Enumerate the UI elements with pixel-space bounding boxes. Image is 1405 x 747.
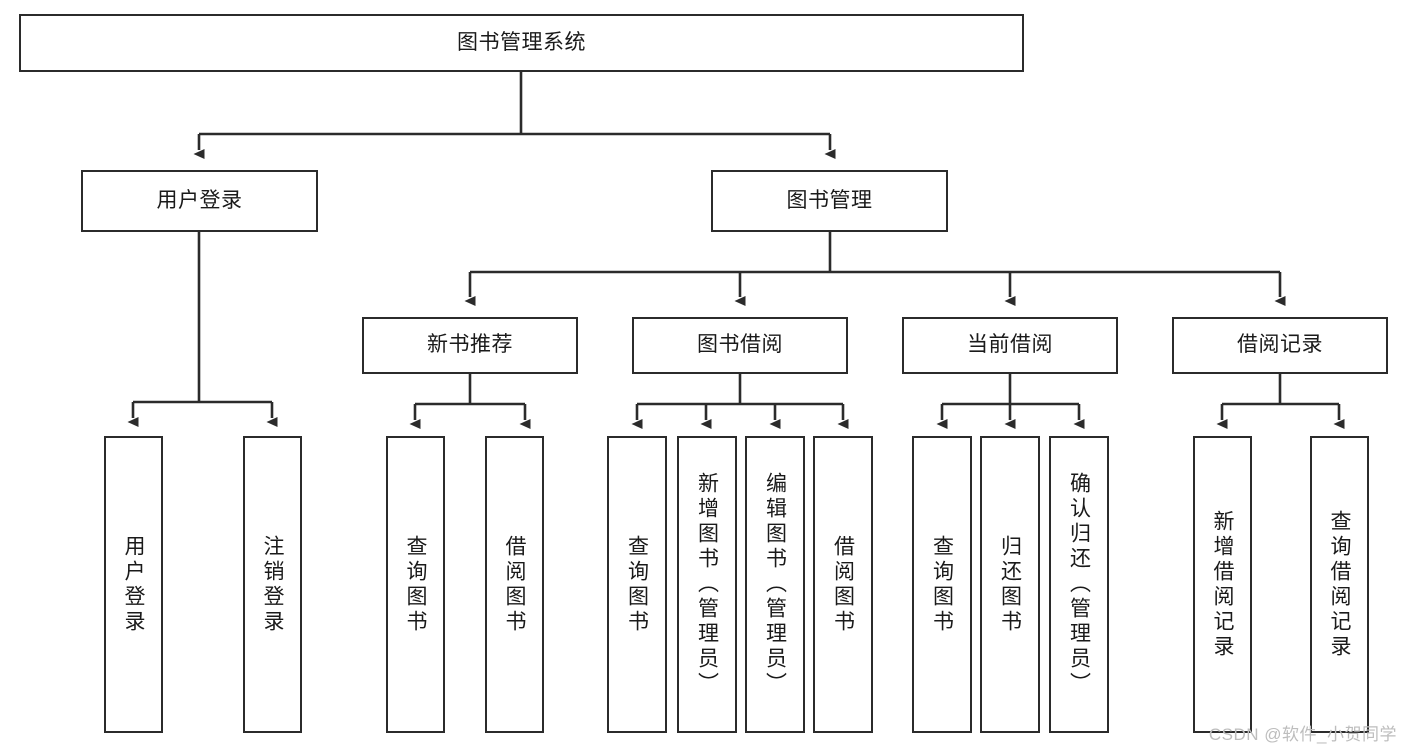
leaf-label: 归还图书 — [998, 534, 1022, 635]
leaf-return-book[interactable]: 归还图书 — [980, 436, 1040, 733]
leaf-label: 借阅图书 — [831, 534, 855, 635]
leaf-user-login[interactable]: 用户登录 — [104, 436, 163, 733]
node-label: 借阅记录 — [1237, 333, 1323, 357]
node-user-login[interactable]: 用户登录 — [81, 170, 318, 232]
leaf-borrow-book[interactable]: 借阅图书 — [813, 436, 873, 733]
leaf-label: 确认归还（管理员） — [1067, 472, 1091, 697]
node-borrowing-records[interactable]: 借阅记录 — [1172, 317, 1388, 374]
node-label: 图书借阅 — [697, 333, 783, 357]
leaf-query-book-borrow[interactable]: 查询图书 — [607, 436, 667, 733]
node-label: 当前借阅 — [967, 333, 1053, 357]
node-root-book-management-system[interactable]: 图书管理系统 — [19, 14, 1024, 72]
node-label: 图书管理系统 — [457, 30, 586, 54]
leaf-label: 借阅图书 — [503, 534, 526, 635]
leaf-add-book-admin[interactable]: 新增图书（管理员） — [677, 436, 737, 733]
leaf-label: 查询借阅记录 — [1328, 509, 1351, 660]
node-new-book-recommendation[interactable]: 新书推荐 — [362, 317, 578, 374]
leaf-label: 查询图书 — [404, 534, 427, 635]
leaf-label: 查询图书 — [930, 534, 954, 635]
leaf-label: 编辑图书（管理员） — [763, 472, 787, 697]
leaf-label: 新增图书（管理员） — [695, 472, 719, 697]
leaf-logout[interactable]: 注销登录 — [243, 436, 302, 733]
leaf-label: 注销登录 — [261, 534, 284, 635]
node-book-borrowing[interactable]: 图书借阅 — [632, 317, 848, 374]
node-label: 用户登录 — [156, 188, 243, 212]
leaf-label: 查询图书 — [625, 534, 649, 635]
node-book-management[interactable]: 图书管理 — [711, 170, 948, 232]
leaf-query-borrow-record[interactable]: 查询借阅记录 — [1310, 436, 1369, 733]
leaf-query-book-recommend[interactable]: 查询图书 — [386, 436, 445, 733]
leaf-query-book-current[interactable]: 查询图书 — [912, 436, 972, 733]
leaf-add-borrow-record[interactable]: 新增借阅记录 — [1193, 436, 1252, 733]
leaf-label: 新增借阅记录 — [1211, 509, 1234, 660]
node-label: 新书推荐 — [427, 333, 513, 357]
node-label: 图书管理 — [786, 188, 873, 212]
leaf-confirm-return-admin[interactable]: 确认归还（管理员） — [1049, 436, 1109, 733]
leaf-edit-book-admin[interactable]: 编辑图书（管理员） — [745, 436, 805, 733]
leaf-label: 用户登录 — [122, 534, 145, 635]
leaf-borrow-book-recommend[interactable]: 借阅图书 — [485, 436, 544, 733]
node-current-borrowing[interactable]: 当前借阅 — [902, 317, 1118, 374]
